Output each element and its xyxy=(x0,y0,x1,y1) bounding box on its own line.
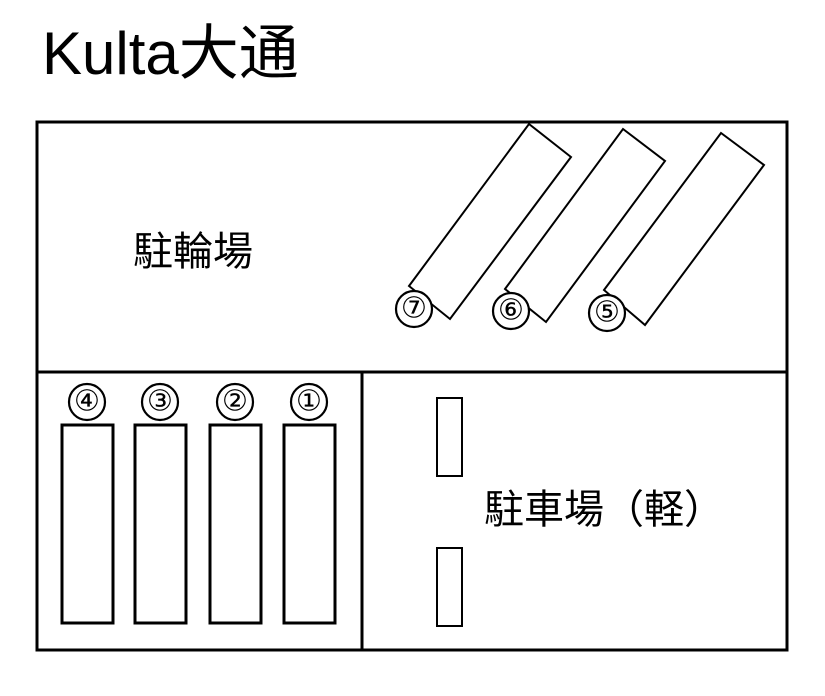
zone-label-car-parking-light: 駐車場（軽） xyxy=(484,488,724,532)
stall-badge-circle-2 xyxy=(215,382,255,422)
diagonal-stall-6[interactable] xyxy=(503,127,667,324)
stall-badge-label-7: ⑦ xyxy=(401,293,427,325)
vertical-stall-3[interactable] xyxy=(133,423,188,625)
stall-badge-circle-3 xyxy=(140,382,180,422)
stall-badge-label-4: ④ xyxy=(74,386,100,418)
stall-badge-label-2: ② xyxy=(222,386,248,418)
vertical-stall-1[interactable] xyxy=(282,423,337,625)
stall-badge-label-3: ③ xyxy=(147,386,173,418)
stall-badge-label-5: ⑤ xyxy=(594,297,620,329)
diagonal-stall-7[interactable] xyxy=(407,122,573,321)
stall-badge-label-1: ① xyxy=(296,386,322,418)
zone-label-bicycle-parking: 駐輪場 xyxy=(133,230,253,274)
vertical-stall-2[interactable] xyxy=(208,423,263,625)
car-space-lower[interactable] xyxy=(436,547,463,627)
stall-badge-circle-7 xyxy=(394,289,434,329)
vertical-stall-4[interactable] xyxy=(60,423,115,625)
car-space-upper[interactable] xyxy=(436,397,463,477)
diagonal-stall-5[interactable] xyxy=(602,131,766,327)
zone-outline-car-parking-light xyxy=(360,370,789,652)
stall-badge-circle-5 xyxy=(587,293,627,333)
stall-badge-label-6: ⑥ xyxy=(498,295,524,327)
stall-badge-circle-4 xyxy=(67,382,107,422)
stall-badge-circle-6 xyxy=(491,291,531,331)
stall-badge-circle-1 xyxy=(289,382,329,422)
page-title: Kulta大通 xyxy=(42,20,299,87)
